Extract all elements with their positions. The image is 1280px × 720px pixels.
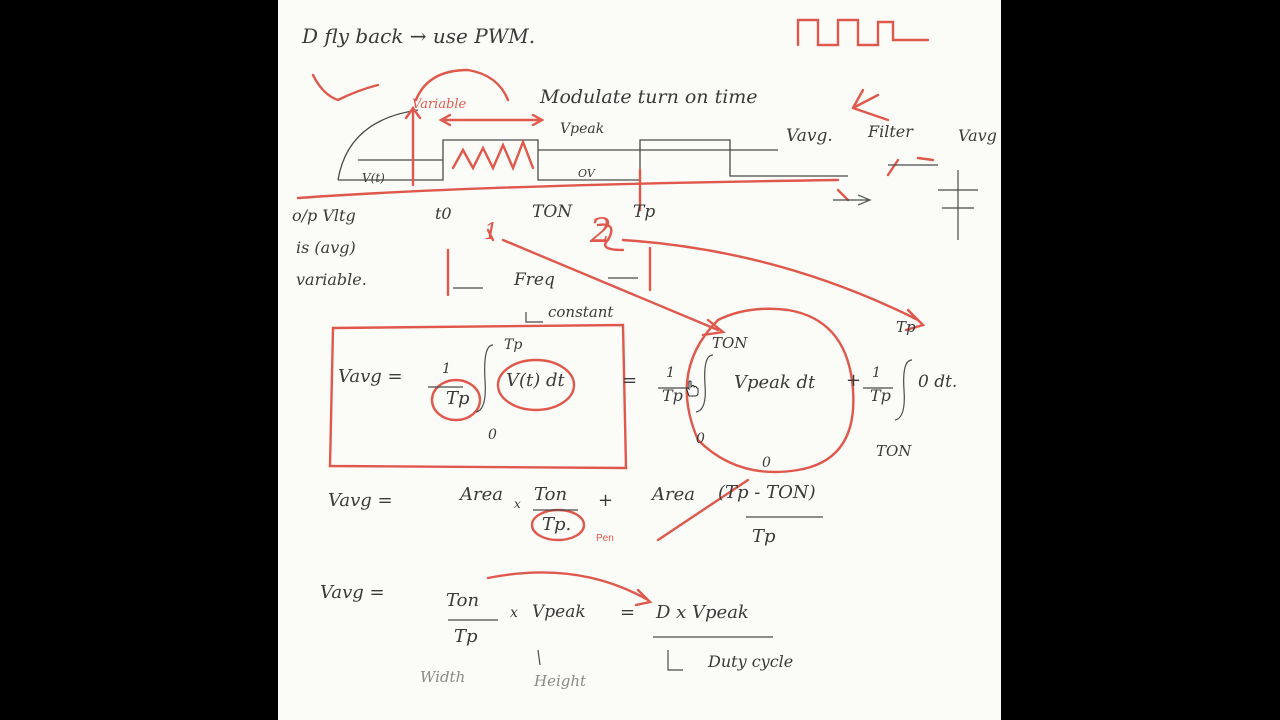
op-voltage-line1: o/p Vltg	[292, 206, 356, 225]
tp-axis-label: Tp	[633, 202, 656, 222]
marker-one: 1	[484, 220, 498, 245]
red-annotations	[296, 18, 935, 607]
eq1-upper-limit: Tp	[504, 337, 523, 353]
eq1b-plus: +	[846, 370, 862, 391]
eq2-tp: Tp.	[542, 514, 572, 535]
pencil-strokes	[428, 164, 978, 671]
eq2-zero: 0	[762, 455, 771, 471]
hand-cursor-icon	[686, 380, 699, 397]
eq1-lower-limit: 0	[488, 427, 497, 443]
vavg-waveform-label: Vavg.	[786, 126, 833, 146]
eq1b-upper-limit: TON	[712, 334, 748, 352]
notebook-page: D fly back → use PWM. Modulate turn on t…	[278, 0, 1001, 720]
pwm-waveform	[337, 109, 848, 181]
eq2-tp2: Tp	[752, 526, 776, 547]
eq2-plus: +	[598, 490, 614, 511]
ton-axis-label: TON	[532, 202, 573, 222]
eq1c-upper-limit: Tp	[896, 318, 916, 336]
eq2-times: x	[514, 497, 521, 511]
eq2-ton: Ton	[534, 484, 568, 505]
eq1c-denominator: Tp	[870, 386, 891, 405]
eq3-equals: =	[620, 602, 636, 623]
op-voltage-line3: variable.	[296, 270, 367, 289]
vt-label: V(t)	[362, 171, 385, 185]
eq3-lhs: Vavg =	[320, 582, 385, 603]
eq1b-lower-limit: 0	[696, 431, 705, 447]
annotation-strokes	[296, 18, 978, 671]
highlight-box	[328, 323, 628, 470]
eq1c-numerator: 1	[872, 365, 881, 381]
eq1b-integrand: Vpeak dt	[734, 372, 816, 393]
eq3-ton: Ton	[446, 590, 480, 611]
variable-label: Variable	[412, 97, 467, 112]
height-label: Height	[534, 672, 587, 690]
modulate-note: Modulate turn on time	[540, 86, 758, 108]
duty-cycle-label: Duty cycle	[708, 652, 794, 671]
eq3-rhs: D x Vpeak	[656, 602, 749, 623]
eq1b-denominator: Tp	[662, 386, 683, 405]
op-voltage-line2: is (avg)	[296, 238, 356, 257]
eq3-times: x	[510, 605, 518, 621]
eq3-vpeak: Vpeak	[532, 602, 586, 622]
t0-label: t0	[435, 204, 452, 223]
ov-label: OV	[578, 167, 595, 180]
constant-label: constant	[548, 303, 614, 321]
eq1-lhs: Vavg =	[338, 366, 403, 387]
eq1-equals: =	[622, 370, 638, 391]
freq-label: Freq	[514, 270, 555, 290]
vpeak-label: Vpeak	[560, 121, 605, 137]
eq1-numerator: 1	[442, 361, 451, 377]
filter-label: Filter	[868, 122, 913, 141]
eq2-area2: Area	[652, 484, 695, 505]
header-note: D fly back → use PWM.	[302, 24, 536, 48]
vavg-filter-label: Vavg	[958, 126, 997, 145]
eq1-integrand: V(t) dt	[506, 370, 565, 391]
eq1b-numerator: 1	[666, 365, 675, 381]
marker-two: 2	[590, 211, 612, 251]
width-label: Width	[420, 668, 466, 686]
eq1-denominator: Tp	[446, 388, 470, 409]
eq3-tp: Tp	[454, 626, 478, 647]
eq1c-integrand: 0 dt.	[918, 372, 958, 392]
eq2-area: Area	[460, 484, 503, 505]
pen-label: Pen	[596, 533, 614, 544]
eq2-difference: (Tp - TON)	[718, 482, 816, 503]
eq2-lhs: Vavg =	[328, 490, 393, 511]
eq1c-lower-limit: TON	[876, 442, 912, 460]
